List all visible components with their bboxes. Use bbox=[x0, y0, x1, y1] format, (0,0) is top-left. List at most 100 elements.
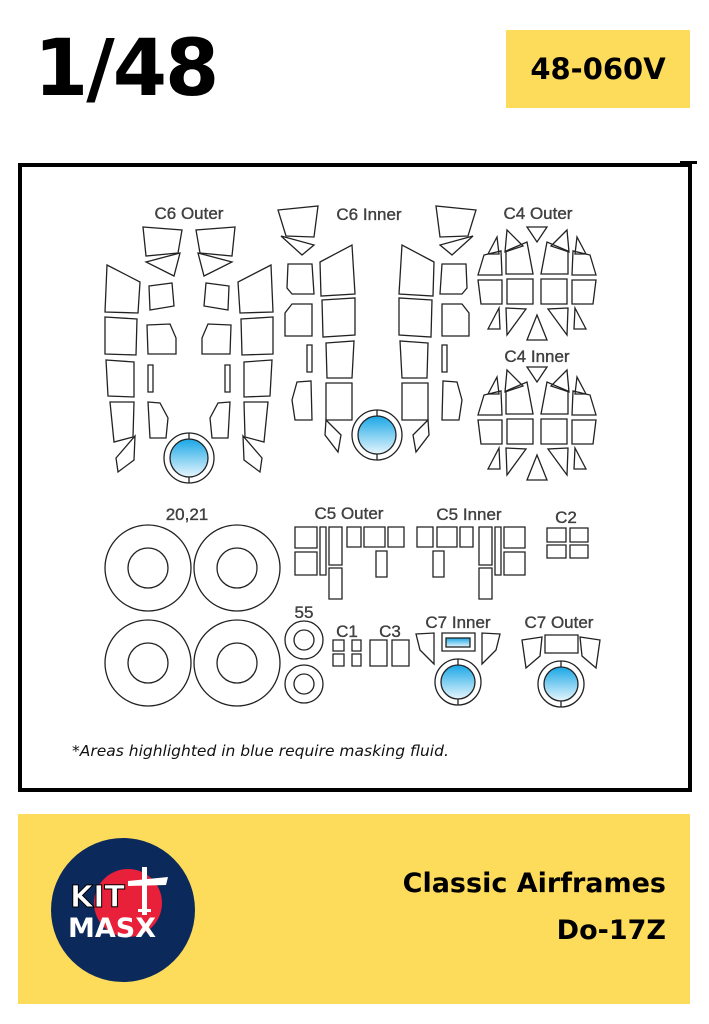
label-c6-inner: C6 Inner bbox=[336, 205, 402, 224]
c4-outer-piece bbox=[571, 279, 597, 305]
c1-piece bbox=[351, 639, 362, 652]
c5-inner-piece bbox=[503, 526, 526, 549]
c4-inner-piece bbox=[477, 419, 503, 445]
c4-inner-piece bbox=[506, 418, 534, 445]
c4-inner-piece bbox=[505, 381, 534, 415]
c6-inner-piece bbox=[435, 205, 477, 238]
c4-inner-piece bbox=[546, 447, 569, 477]
c4-outer-piece bbox=[505, 307, 528, 337]
label-wheels: 20,21 bbox=[166, 505, 209, 524]
wheel-mask-inner bbox=[216, 547, 258, 589]
part55-mask-inner bbox=[293, 673, 315, 695]
c4-outer-piece bbox=[506, 278, 534, 305]
c7-inner-piece bbox=[441, 632, 476, 652]
product-code-badge: 48-060V bbox=[506, 30, 690, 108]
part55-mask-outer bbox=[284, 620, 324, 660]
kitmasx-logo: KIT MASX bbox=[51, 838, 195, 982]
c6-outer-piece bbox=[148, 282, 175, 311]
c6-inner-piece bbox=[412, 418, 430, 454]
c6-inner-piece bbox=[291, 380, 313, 421]
label-c5-inner: C5 Inner bbox=[436, 505, 502, 524]
c4-inner-piece bbox=[504, 368, 525, 393]
c6-inner-piece bbox=[441, 303, 470, 337]
c4-inner-piece bbox=[549, 368, 570, 393]
wheel-mask-inner bbox=[127, 547, 169, 589]
c6-outer-piece bbox=[203, 282, 230, 311]
c7-outer-port-fluid-area bbox=[543, 666, 579, 702]
c6-outer-piece bbox=[115, 434, 136, 474]
c6-inner-piece bbox=[439, 263, 468, 295]
label-c3: C3 bbox=[379, 622, 401, 641]
c4-outer-piece bbox=[573, 305, 588, 330]
c6-outer-piece bbox=[146, 323, 177, 355]
c4-outer-piece bbox=[549, 228, 570, 253]
c6-inner-piece bbox=[319, 243, 356, 297]
wheel-mask-inner bbox=[127, 642, 169, 684]
c4-inner-piece bbox=[525, 366, 549, 384]
c4-outer-piece bbox=[526, 313, 548, 341]
c6-outer-piece bbox=[224, 364, 231, 393]
c4-outer-piece bbox=[525, 226, 549, 244]
c4-inner-piece bbox=[574, 374, 588, 395]
c6-outer-piece bbox=[201, 323, 232, 355]
c3-piece bbox=[369, 639, 388, 667]
wheel-mask-outer bbox=[193, 619, 281, 707]
label-c4-inner: C4 Inner bbox=[504, 347, 570, 366]
manufacturer-title: Classic Airframes bbox=[402, 868, 666, 899]
c4-inner-piece bbox=[526, 453, 548, 481]
c7-inner-piece bbox=[415, 632, 435, 666]
model-title: Do-17Z bbox=[556, 915, 666, 946]
c5-outer-piece bbox=[375, 550, 388, 578]
c6-outer-piece bbox=[147, 401, 169, 439]
product-code: 48-060V bbox=[530, 52, 666, 86]
c3-piece bbox=[391, 639, 410, 667]
logo-text-kit: KIT bbox=[70, 880, 125, 915]
c2-piece bbox=[569, 527, 589, 543]
label-c2: C2 bbox=[555, 508, 577, 527]
c6-inner-piece bbox=[401, 382, 429, 421]
masking-fluid-note: *Areas highlighted in blue require maski… bbox=[72, 742, 449, 760]
c6-outer-piece bbox=[197, 252, 234, 277]
c4-outer-piece bbox=[477, 250, 503, 276]
label-c7-inner: C7 Inner bbox=[425, 613, 491, 632]
c7-inner-fluid-area bbox=[445, 637, 471, 648]
label-c7-outer: C7 Outer bbox=[525, 613, 594, 632]
c6-inner-piece bbox=[277, 205, 319, 238]
c4-outer-piece bbox=[540, 241, 569, 275]
c5-inner-piece bbox=[494, 526, 502, 576]
c6-outer-piece bbox=[243, 359, 273, 398]
c6-inner-piece bbox=[325, 382, 353, 421]
c6-inner-piece bbox=[398, 297, 433, 338]
c4-inner-piece bbox=[571, 390, 597, 416]
c6-inner-piece bbox=[325, 340, 355, 379]
c5-outer-piece bbox=[363, 526, 386, 548]
c6-outer-piece bbox=[105, 359, 135, 398]
c6-outer-piece bbox=[144, 252, 181, 277]
c5-outer-piece bbox=[346, 526, 362, 548]
c4-inner-piece bbox=[477, 390, 503, 416]
c6-outer-piece bbox=[240, 316, 274, 356]
c7-outer-piece bbox=[579, 636, 601, 670]
c2-piece bbox=[569, 544, 589, 559]
c6-outer-piece bbox=[242, 434, 263, 474]
c6-outer-piece bbox=[243, 401, 269, 443]
c5-outer-piece bbox=[294, 551, 318, 576]
wheel-mask-outer bbox=[193, 524, 281, 612]
c2-piece bbox=[546, 527, 567, 543]
c6-inner-piece bbox=[284, 303, 313, 337]
c4-outer-piece bbox=[574, 234, 588, 255]
c6-inner-port-fluid-area bbox=[357, 415, 397, 455]
label-55: 55 bbox=[295, 603, 314, 622]
c4-outer-piece bbox=[486, 234, 500, 255]
part55-mask-outer bbox=[284, 664, 324, 704]
part55-mask-inner bbox=[293, 629, 315, 651]
c4-outer-piece bbox=[505, 241, 534, 275]
c4-outer-piece bbox=[477, 279, 503, 305]
c5-outer-piece bbox=[319, 526, 327, 576]
c6-outer-piece bbox=[237, 263, 274, 314]
c5-outer-piece bbox=[328, 526, 343, 566]
c6-outer-piece bbox=[209, 401, 231, 439]
c4-outer-piece bbox=[546, 307, 569, 337]
c5-outer-piece bbox=[387, 526, 405, 548]
c4-inner-piece bbox=[486, 374, 500, 395]
